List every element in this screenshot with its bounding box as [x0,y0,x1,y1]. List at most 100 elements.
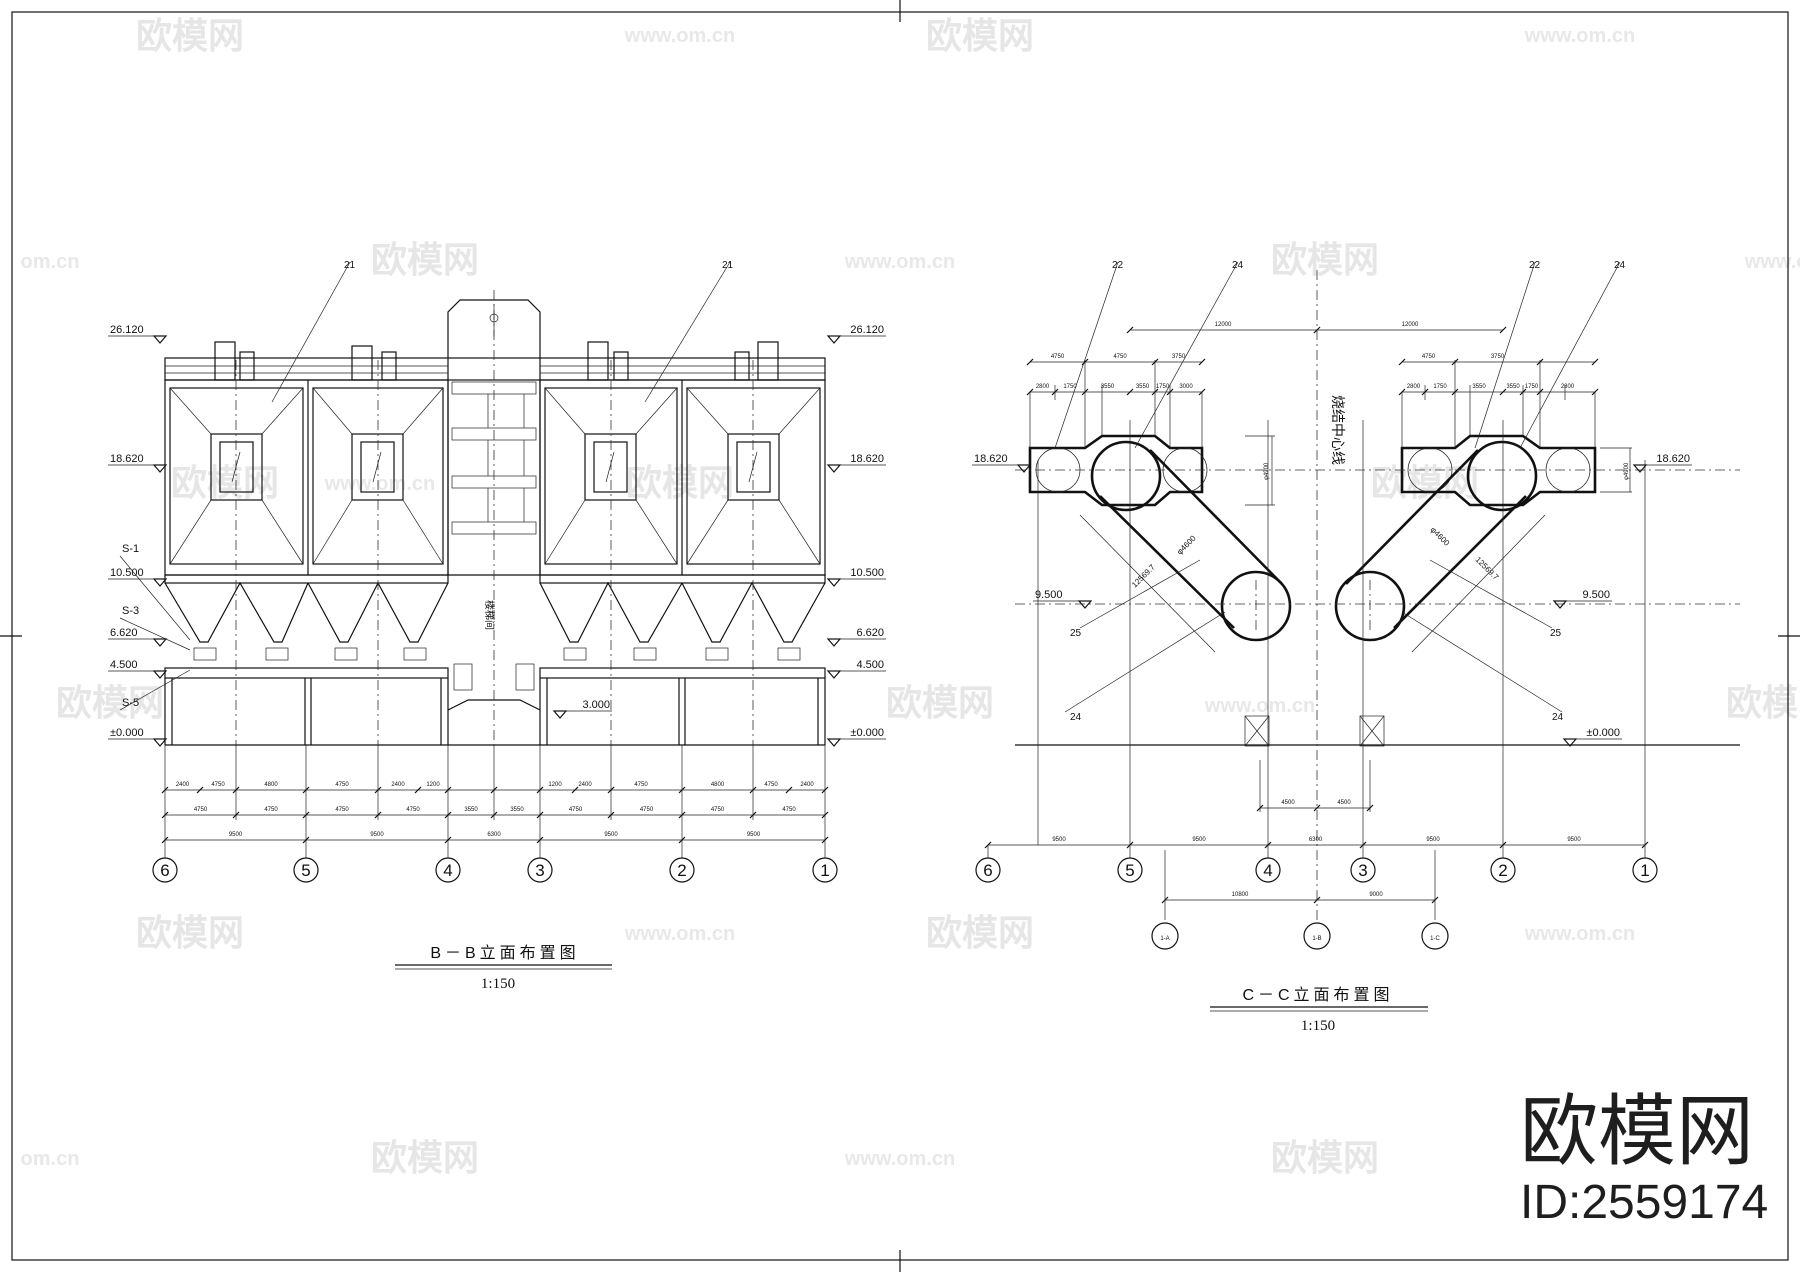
watermark-url: www.om.cn [844,1148,955,1170]
watermark-brand: 欧模网 [1271,1137,1379,1178]
cc-dia-right: φ4600 [1429,525,1452,548]
cc-top-dim: 12000 [1402,322,1419,328]
watermark-url: www.om.cn [844,251,955,273]
bb-dim3-value: 9500 [604,832,618,838]
bb-level-left: 10.500 [110,567,144,579]
bb-dim3-value: 6300 [487,832,501,838]
cc-top-dim-lines [1029,329,1596,448]
cc-callouts: 22 24 22 24 25 25 24 24 [1070,260,1626,723]
dim-tick [161,836,169,844]
dim-tick [196,786,204,794]
dim-tick [1198,388,1206,396]
level-triangle [152,335,168,344]
dim-tick [1591,358,1599,366]
axis-bubble [669,857,695,883]
bb-dim1-value: 4750 [211,782,225,788]
bb-level-right: 6.620 [856,627,884,639]
dim-tick [374,786,382,794]
bb-dim1-value: 1200 [426,782,440,788]
bb-callout-1: 21 [344,260,356,271]
level-triangle [1552,600,1568,609]
bb-dim2-value: 4750 [194,807,208,813]
cc-sub-axis-label: 1-B [1312,936,1321,942]
dim-tick [1519,388,1527,396]
dim-tick [1536,358,1544,366]
dim-tick [1398,388,1406,396]
level-triangle [1077,600,1093,609]
watermark-brand: 欧模网 [1371,462,1479,503]
bb-level-right: 10.500 [850,567,884,579]
cc-mid-dim: 4500 [1281,800,1295,806]
dim-tick [607,786,615,794]
dim-tick [571,786,579,794]
axis-bubble [293,857,319,883]
bb-axis-label: 5 [301,861,310,880]
cc-callout-25-right: 25 [1550,628,1562,639]
dim-tick [1398,358,1406,366]
dim-tick [1431,896,1439,904]
dim-tick [490,786,498,794]
sub-axis-bubble [1303,922,1331,950]
dim-tick [678,836,686,844]
dim-tick [1451,358,1459,366]
cc-dim2-value: 3550 [1136,384,1150,390]
bb-dim3-value: 9500 [229,832,243,838]
bb-level-right: ±0.000 [850,727,884,739]
level-triangle [152,670,168,679]
level-triangle [152,464,168,473]
bb-dim1-value: 1200 [548,782,562,788]
bb-tag-s3: S-3 [122,605,139,617]
watermark-brand: 欧模网 [171,462,279,503]
dim-tick [1081,388,1089,396]
bb-title: B－B立面布置图 [430,944,579,962]
cc-callout-24-right: 24 [1614,260,1626,271]
cc-callout-leaders [1054,261,1621,713]
bb-dim2-value: 3550 [510,807,524,813]
axis-bubble [812,857,838,883]
sub-axis-bubble [1151,922,1179,950]
dim-tick [161,811,169,819]
dim-tick [821,786,829,794]
cc-dim2-value: 1750 [1525,384,1539,390]
dim-tick [1591,388,1599,396]
cc-centerline-label: 烧结中心线 [1330,395,1346,465]
bb-dim2-value: 3550 [464,807,478,813]
level-triangle [1016,464,1032,473]
dim-tick [161,786,169,794]
watermark-short-url: om.cn [21,251,80,273]
watermark-url: www.om.cn [1524,923,1635,945]
cc-axis-label: 3 [1358,861,1367,880]
bb-dim3-value: 9500 [370,832,384,838]
cc-dim1-value: 4750 [1422,354,1436,360]
dim-tick [1151,388,1159,396]
dim-tick [1421,388,1429,396]
cc-sub-axis-label: 1-A [1160,936,1169,942]
level-triangle [152,578,168,587]
cc-len-right: 12569.7 [1474,555,1501,582]
bb-axis-label: 2 [677,861,686,880]
axis-bubble [527,857,553,883]
axis-bubble [1350,857,1376,883]
watermark-url: www.om.cn [1524,25,1635,47]
level-triangle [826,738,842,747]
cc-duct-dims: φ4600 φ4600 12569.7 12569.7 φ4900 φ4900 [1130,435,1632,589]
watermark-brand: 欧模网 [136,912,244,953]
branding: 欧模网 ID:2559174 [1520,1087,1768,1229]
watermark-brand: 欧模网 [1271,239,1379,280]
dim-tick [302,811,310,819]
cc-level-right: 18.620 [1656,453,1690,465]
bb-dim1-value: 4750 [634,782,648,788]
cc-callout-22-left: 22 [1112,260,1124,271]
dim-tick [444,836,452,844]
cc-bottom-dim: 9500 [1192,837,1206,843]
dim-tick [302,836,310,844]
dim-tick [536,836,544,844]
brand-logo-text: 欧模网 [1520,1087,1754,1175]
cc-dim1-value: 3750 [1172,354,1186,360]
dim-tick [414,786,422,794]
level-triangle [826,578,842,587]
